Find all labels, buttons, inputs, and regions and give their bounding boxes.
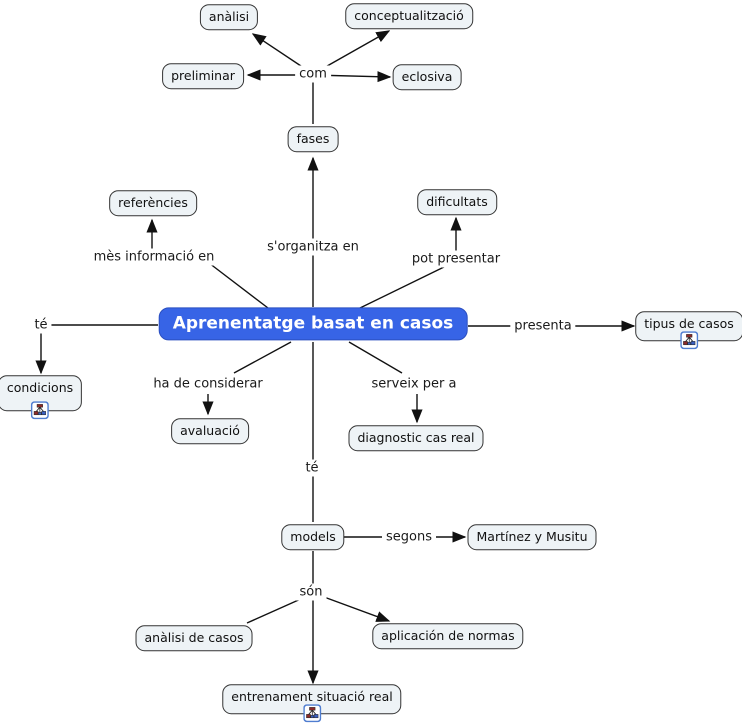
edge-main-hadeconsiderar	[233, 341, 292, 374]
link-label-te-left[interactable]: té	[30, 316, 52, 334]
link-label-mes-informacio-en[interactable]: mès informació en	[89, 248, 219, 266]
concept-node-analisi[interactable]: anàlisi	[199, 4, 259, 30]
link-label-te-mid[interactable]: té	[301, 459, 323, 477]
main-concept-node[interactable]: Aprenentatge basat en casos	[158, 307, 468, 341]
cmap-resource-icon[interactable]	[31, 400, 49, 419]
cmap-resource-icon[interactable]	[680, 330, 698, 349]
link-label-son[interactable]: són	[295, 583, 327, 601]
concept-node-avaluacio[interactable]: avaluació	[171, 418, 249, 444]
concept-node-condicions[interactable]: condicions	[0, 375, 83, 419]
link-label-segons[interactable]: segons	[382, 528, 436, 546]
concept-node-entrenament-situacio-real[interactable]: entrenament situació real	[222, 684, 402, 722]
concept-node-martinez-y-musitu[interactable]: Martínez y Musitu	[467, 524, 597, 550]
cmap-resource-icon[interactable]	[302, 703, 321, 722]
concept-node-referencies[interactable]: referències	[109, 190, 197, 216]
link-label-s-organitza-en[interactable]: s'organitza en	[263, 238, 363, 256]
concept-node-dificultats[interactable]: dificultats	[417, 189, 497, 215]
concept-node-eclosiva[interactable]: eclosiva	[392, 64, 462, 90]
node-label: condicions	[6, 380, 74, 396]
concept-node-tipus-de-casos[interactable]: tipus de casos	[635, 311, 742, 349]
node-label: entrenament situació real	[231, 689, 393, 705]
link-label-pot-presentar[interactable]: pot presentar	[407, 250, 505, 268]
concept-node-conceptualitzacio[interactable]: conceptualització	[345, 3, 473, 29]
node-label: tipus de casos	[644, 316, 734, 332]
concept-node-analisi-de-casos[interactable]: anàlisi de casos	[135, 625, 253, 651]
link-label-presenta[interactable]: presenta	[510, 317, 576, 335]
concept-node-preliminar[interactable]: preliminar	[162, 63, 244, 89]
edge-son-analisicasos	[246, 597, 304, 624]
edge-main-mesinfo	[208, 262, 269, 309]
edge-main-serveix	[348, 341, 403, 374]
concept-node-models[interactable]: models	[281, 524, 345, 550]
edge-main-potpresentar	[359, 266, 445, 309]
concept-node-diagnostic-cas-real[interactable]: diagnostic cas real	[348, 425, 484, 451]
edge-son-aplicacion	[323, 596, 391, 622]
link-label-com[interactable]: com	[295, 65, 331, 83]
link-label-ha-de-considerar[interactable]: ha de considerar	[149, 375, 267, 393]
link-label-serveix-per-a[interactable]: serveix per a	[367, 375, 461, 393]
concept-node-fases[interactable]: fases	[287, 126, 339, 152]
concept-node-aplicacion-de-normas[interactable]: aplicación de normas	[372, 623, 524, 649]
